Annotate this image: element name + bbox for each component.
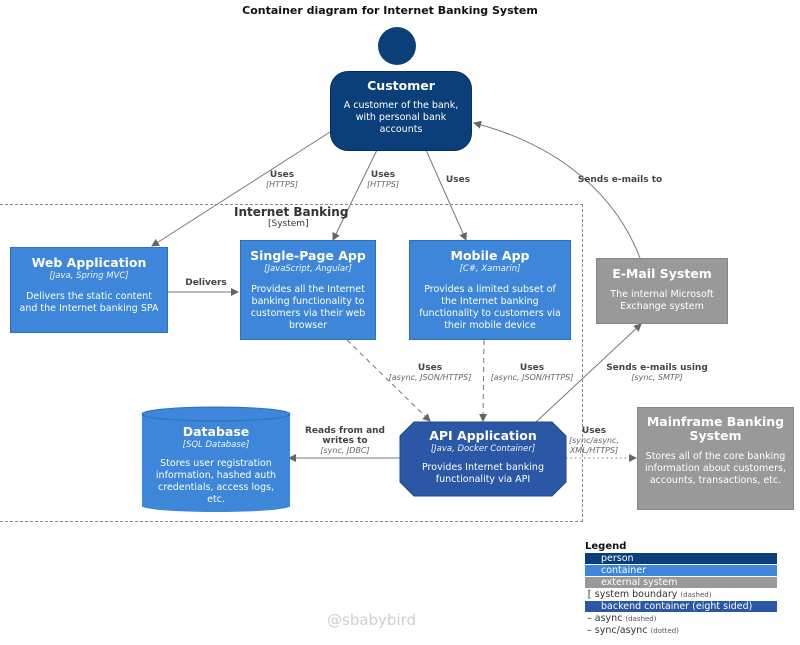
label-api-mainframe: Uses[sync/async, XML/HTTPS]: [568, 426, 619, 455]
api-octagon-shape: [399, 421, 567, 497]
legend-container: container: [585, 565, 777, 576]
legend-person: person: [585, 553, 777, 564]
edge-email-customer: [473, 120, 641, 259]
web-app-tech: [Java, Spring MVC]: [49, 271, 129, 281]
boundary-type: [System]: [268, 219, 309, 229]
mainframe-banking-node[interactable]: Mainframe Banking System Stores all of t…: [637, 407, 794, 510]
legend-title: Legend: [585, 541, 627, 552]
diagram-title: Container diagram for Internet Banking S…: [242, 4, 538, 17]
edge-spa-api: [346, 339, 431, 422]
label-web-spa: Delivers: [185, 278, 227, 288]
legend-external-system: external system: [585, 577, 777, 588]
api-application-node[interactable]: API Application [Java, Docker Container]…: [400, 428, 566, 496]
label-email-customer: Sends e-mails to: [577, 175, 663, 185]
legend: Legend person container external system …: [585, 541, 777, 636]
label-customer-spa: Uses[HTTPS]: [367, 170, 399, 189]
dotted-line-icon: –: [587, 625, 592, 636]
api-tech: [Java, Docker Container]: [430, 444, 536, 454]
label-spa-api: Uses[async, JSON/HTTPS]: [388, 363, 472, 382]
edge-api-email: [535, 323, 642, 423]
web-app-name: Web Application: [31, 255, 147, 270]
email-system-description: The internal Microsoft Exchange system: [610, 289, 714, 312]
database-name: Database: [182, 424, 250, 439]
web-app-description: Delivers the static content and the Inte…: [19, 291, 159, 314]
mobile-app-tech: [C#, Xamarin]: [459, 264, 521, 274]
edge-mobile-api: [479, 339, 488, 422]
email-system-node[interactable]: E-Mail System The internal Microsoft Exc…: [596, 258, 728, 324]
internet-banking-boundary: [0, 204, 583, 522]
legend-backend-container: backend container (eight sided): [585, 601, 777, 612]
label-api-email: Sends e-mails using[sync, SMTP]: [606, 363, 708, 382]
mobile-app-description: Provides a limited subset of the Interne…: [419, 284, 561, 331]
dash-line-icon: –: [587, 613, 592, 624]
database-node[interactable]: Database [SQL Database] Stores user regi…: [142, 424, 290, 508]
mainframe-name: Mainframe Banking System: [646, 414, 785, 443]
customer-description: A customer of the bank, with personal ba…: [343, 100, 459, 135]
boundary-bracket-icon: ⟦: [587, 589, 592, 600]
spa-name: Single-Page App: [250, 248, 366, 263]
label-customer-web: Uses[HTTPS]: [266, 170, 298, 189]
label-mobile-api: Uses[async, JSON/HTTPS]: [490, 363, 574, 382]
email-system-name: E-Mail System: [612, 266, 712, 281]
database-shape: [141, 406, 291, 512]
mobile-app-node[interactable]: Mobile App [C#, Xamarin] Provides a limi…: [409, 240, 571, 340]
api-description: Provides Internet banking functionality …: [422, 462, 544, 485]
edge-customer-spa: [332, 149, 378, 241]
customer-name: Customer: [367, 78, 435, 93]
edge-customer-web: [151, 131, 331, 247]
single-page-app-node[interactable]: Single-Page App [JavaScript, Angular] Pr…: [240, 240, 376, 340]
spa-tech: [JavaScript, Angular]: [264, 264, 352, 274]
edge-customer-mobile: [425, 149, 467, 241]
legend-sync: – sync/async (dotted): [587, 625, 679, 636]
mobile-app-name: Mobile App: [450, 248, 530, 263]
database-tech: [SQL Database]: [182, 440, 250, 450]
api-name: API Application: [429, 428, 537, 443]
label-api-db: Reads from and writes to[sync, JDBC]: [304, 426, 385, 455]
spa-description: Provides all the Internet banking functi…: [250, 284, 366, 331]
legend-async: – async (dashed): [587, 613, 657, 624]
legend-system-boundary: ⟦ system boundary (dashed): [587, 589, 712, 600]
boundary-name: Internet Banking: [234, 205, 349, 219]
label-customer-mobile: Uses: [445, 175, 471, 185]
database-description: Stores user registration information, ha…: [155, 458, 277, 505]
customer-head-icon: [378, 27, 416, 65]
web-application-node[interactable]: Web Application [Java, Spring MVC] Deliv…: [10, 247, 168, 333]
customer-node[interactable]: Customer A customer of the bank, with pe…: [330, 71, 472, 151]
mainframe-description: Stores all of the core banking informati…: [645, 451, 786, 486]
watermark: @sbabybird: [327, 611, 417, 629]
